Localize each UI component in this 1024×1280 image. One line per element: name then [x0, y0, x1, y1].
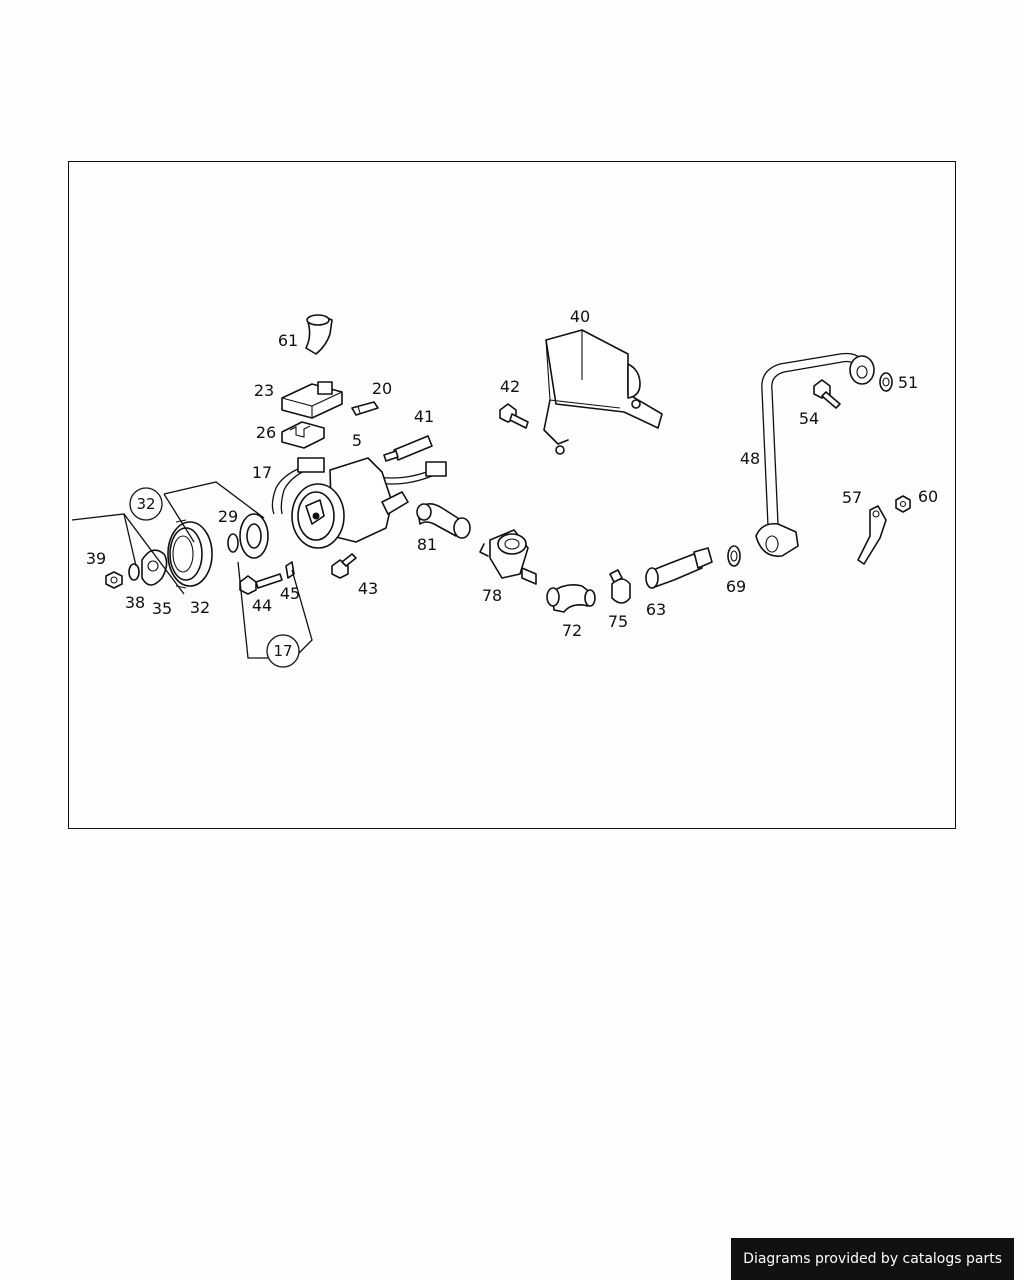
part-35 [141, 549, 168, 586]
part-63 [645, 547, 713, 589]
callout-circle-17: 17 [266, 634, 300, 668]
part-54 [813, 379, 841, 409]
group-17-bracket [237, 561, 313, 659]
label-35: 35 [152, 599, 172, 618]
label-51: 51 [898, 373, 918, 392]
label-26: 26 [256, 423, 276, 442]
callout-32-text: 32 [136, 495, 155, 513]
part-41 [383, 435, 433, 462]
part-29 [227, 513, 269, 559]
part-60 [895, 495, 911, 513]
label-39: 39 [86, 549, 106, 568]
label-5: 5 [352, 431, 362, 450]
part-20 [351, 401, 379, 416]
label-44: 44 [252, 596, 272, 615]
label-43: 43 [358, 579, 378, 598]
part-38 [128, 563, 140, 581]
label-54: 54 [799, 409, 819, 428]
part-44 [239, 573, 283, 595]
part-72 [546, 584, 596, 613]
label-78: 78 [482, 586, 502, 605]
label-48: 48 [740, 449, 760, 468]
part-39 [105, 571, 123, 589]
part-48-pipe [755, 352, 875, 557]
part-43 [331, 553, 357, 579]
part-51 [879, 372, 893, 392]
part-69 [727, 545, 741, 567]
diagram-frame [68, 161, 956, 829]
label-81: 81 [417, 535, 437, 554]
part-23 [281, 381, 343, 419]
label-72: 72 [562, 621, 582, 640]
label-41: 41 [414, 407, 434, 426]
part-57 [857, 505, 887, 565]
callout-17-text: 17 [273, 642, 292, 660]
part-40 [543, 329, 663, 455]
watermark-banner: Diagrams provided by catalogs parts [731, 1238, 1014, 1280]
label-69: 69 [726, 577, 746, 596]
group-32-bracket [71, 481, 265, 595]
label-42: 42 [500, 377, 520, 396]
label-38: 38 [125, 593, 145, 612]
part-26 [281, 421, 325, 449]
callout-circle-32: 32 [129, 487, 163, 521]
label-61: 61 [278, 331, 298, 350]
part-81 [416, 503, 471, 539]
label-63: 63 [646, 600, 666, 619]
part-61 [305, 314, 333, 355]
label-45: 45 [280, 584, 300, 603]
label-60: 60 [918, 487, 938, 506]
label-17: 17 [252, 463, 272, 482]
label-75: 75 [608, 612, 628, 631]
part-32-pulley [167, 519, 213, 589]
label-29: 29 [218, 507, 238, 526]
label-32: 32 [190, 598, 210, 617]
label-57: 57 [842, 488, 862, 507]
part-42 [499, 403, 529, 429]
part-45 [285, 561, 295, 579]
part-78 [479, 529, 537, 585]
part-17-cable [271, 457, 447, 515]
part-5-pump [291, 457, 409, 549]
part-75 [609, 569, 631, 604]
label-23: 23 [254, 381, 274, 400]
label-20: 20 [372, 379, 392, 398]
label-40: 40 [570, 307, 590, 326]
